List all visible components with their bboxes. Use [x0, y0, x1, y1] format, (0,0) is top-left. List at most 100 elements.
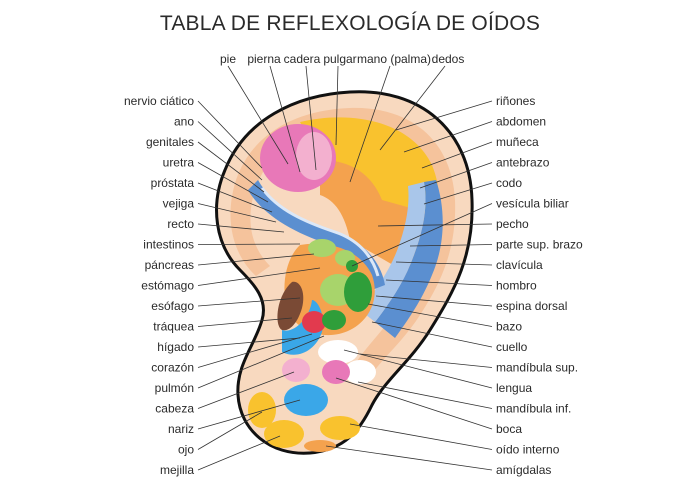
leader-muneca [421, 141, 493, 169]
label-rinones: riñones [496, 94, 535, 108]
leader-estomago [197, 267, 321, 286]
label-boca: boca [496, 422, 522, 436]
labels-right: riñonesabdomenmuñecaantebrazocodovesícul… [325, 94, 583, 477]
zone-tonsils [304, 440, 336, 452]
leader-recto [197, 223, 285, 233]
leader-pecho [377, 223, 493, 227]
leader-ano [197, 121, 263, 181]
label-abdomen: abdomen [496, 115, 546, 129]
zone-head [282, 358, 310, 382]
leader-corazon [197, 333, 313, 368]
leader-genitales [197, 141, 265, 193]
label-traquea: tráquea [153, 320, 194, 334]
label-dedos: dedos [432, 52, 465, 66]
label-lengua: lengua [496, 381, 532, 395]
leader-rinones [395, 100, 493, 131]
zone-leg [296, 132, 332, 180]
zone-fingers [300, 117, 439, 215]
label-prostata: próstata [151, 176, 195, 190]
label-mandibula-inf: mandíbula inf. [496, 402, 571, 416]
label-mejilla: mejilla [160, 463, 194, 477]
label-clavicula: clavícula [496, 258, 543, 272]
label-pierna: pierna [247, 52, 281, 66]
leader-parte-sup-brazo [409, 244, 493, 247]
leader-antebrazo [419, 162, 493, 189]
label-genitales: genitales [146, 135, 194, 149]
leader-higado [197, 337, 301, 348]
leader-espina-dorsal [375, 295, 493, 307]
label-ojo: ojo [178, 443, 194, 457]
label-pulmon: pulmón [155, 381, 194, 395]
leader-bazo [367, 303, 493, 327]
leader-mejilla [197, 435, 281, 471]
label-pecho: pecho [496, 217, 529, 231]
label-pulgar: pulgar [323, 52, 356, 66]
zone-liver [344, 272, 372, 312]
leader-nervio-ciatico [197, 100, 263, 169]
zone-tongue [318, 340, 358, 364]
label-vesicula-biliar: vesícula biliar [496, 197, 569, 211]
label-estomago: estómago [141, 279, 194, 293]
label-higado: hígado [157, 340, 194, 354]
leader-nariz [197, 399, 301, 430]
leader-prostata [197, 182, 273, 213]
label-vejiga: vejiga [163, 197, 195, 211]
leader-lengua [343, 349, 493, 389]
zone-eye [248, 392, 276, 428]
label-nariz: nariz [168, 422, 194, 436]
leader-abdomen [403, 121, 493, 153]
label-bazo: bazo [496, 320, 522, 334]
leader-amigdalas [325, 445, 493, 471]
label-cuello: cuello [496, 340, 528, 354]
label-pancreas: páncreas [145, 258, 194, 272]
zone-shoulder [360, 182, 426, 322]
label-amigdalas: amígdalas [496, 463, 551, 477]
label-cadera: cadera [284, 52, 321, 66]
label-oido-interno: oído interno [496, 443, 560, 457]
label-intestinos: intestinos [143, 238, 194, 252]
label-mano-palma: mano (palma) [357, 52, 431, 66]
label-pie: pie [220, 52, 236, 66]
leader-mandibula-sup [359, 353, 493, 368]
ear-canal [277, 281, 304, 331]
leader-boca [335, 377, 493, 430]
zone-arm [375, 180, 443, 338]
leader-ojo [197, 411, 263, 450]
leader-codo [423, 182, 493, 205]
chart-title: TABLA DE REFLEXOLOGÍA DE OÍDOS [159, 12, 541, 35]
label-ano: ano [174, 115, 194, 129]
label-codo: codo [496, 176, 522, 190]
label-hombro: hombro [496, 279, 537, 293]
label-nervio-ciatico: nervio ciático [124, 94, 194, 108]
zone-intestines [308, 239, 336, 257]
labels-top: pie pierna cadera pulgar mano (palma) de… [220, 52, 465, 183]
label-espina-dorsal: espina dorsal [496, 299, 567, 313]
zone-lung [322, 310, 346, 330]
leader-clavicula [395, 261, 493, 266]
leader-pulmon [197, 335, 325, 389]
leader-cabeza [197, 371, 295, 409]
leader-uretra [197, 162, 269, 203]
label-corazon: corazón [151, 361, 194, 375]
label-mandibula-sup: mandíbula sup. [496, 361, 578, 375]
zone-nose [284, 384, 328, 416]
leader-oido-interno [349, 423, 493, 450]
leader-mandibula-inf [357, 381, 493, 409]
label-recto: recto [167, 217, 194, 231]
leader-traquea [197, 317, 293, 327]
antihelix-highlight [260, 187, 380, 277]
leader-vesicula-biliar [351, 203, 493, 267]
zone-inner-ear [320, 416, 360, 440]
label-muneca: muñeca [496, 135, 539, 149]
zone-cheek [264, 420, 304, 448]
labels-left: nervio ciáticoanogenitalesuretrapróstata… [124, 94, 325, 477]
label-cabeza: cabeza [155, 402, 194, 416]
leader-cuello [371, 321, 493, 348]
zone-heart [302, 311, 326, 333]
leader-esofago [197, 297, 301, 307]
leader-vejiga [197, 203, 277, 223]
ear-illustration [215, 90, 474, 455]
label-esofago: esófago [151, 299, 194, 313]
leader-intestinos [197, 243, 301, 245]
